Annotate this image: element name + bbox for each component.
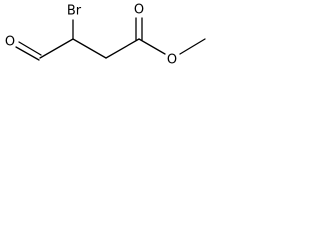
carbonyl-oxygen-label: O: [134, 3, 144, 18]
atom-labels: O Br O O: [5, 3, 177, 68]
ester-oxygen-label: O: [167, 53, 177, 68]
aldehyde-oxygen-label: O: [5, 35, 15, 50]
aldehyde-double-bond-b: [18, 41, 42, 56]
bromine-label: Br: [67, 4, 82, 19]
structure-canvas: O Br O O: [0, 0, 218, 78]
c3-c4-bond: [105, 38, 140, 59]
bonds: [15, 17, 206, 61]
c1-c2-bond: [39, 38, 74, 59]
ester-o-methyl-bond: [179, 38, 206, 55]
molecule-structure: O Br O O: [5, 3, 206, 68]
aldehyde-double-bond-a: [15, 46, 40, 61]
c4-ester-o-bond: [138, 38, 166, 55]
c2-c3-bond: [72, 38, 107, 59]
